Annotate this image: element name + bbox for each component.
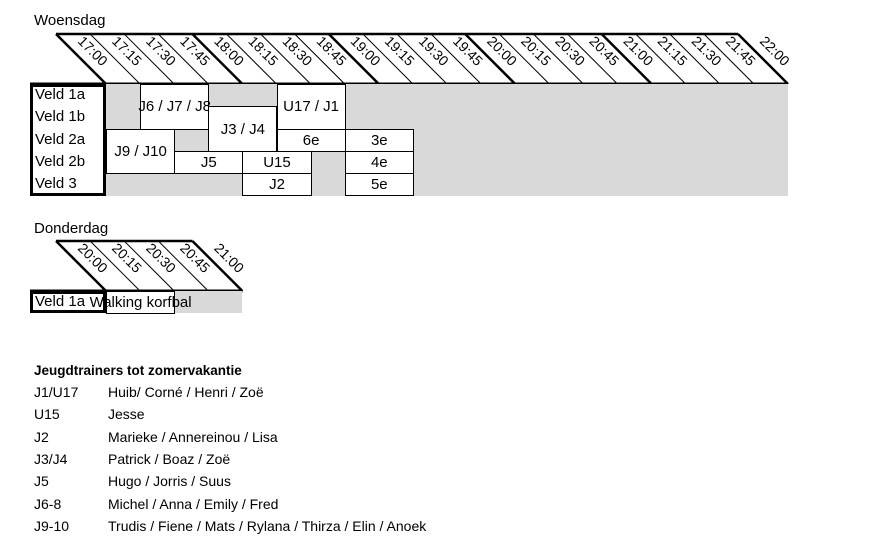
training-block: J9 / J10 bbox=[106, 128, 176, 175]
time-label: 20:00 bbox=[484, 33, 520, 69]
time-divider bbox=[55, 33, 107, 85]
training-block: 3e bbox=[344, 128, 414, 152]
training-block: Walking korfbal bbox=[90, 291, 192, 314]
time-divider bbox=[123, 240, 175, 292]
trainer-names: Huib/ Corné / Henri / Zoë bbox=[108, 384, 264, 400]
time-divider bbox=[260, 33, 311, 85]
trainers-title: Jeugdtrainers tot zomervakantie bbox=[34, 363, 242, 378]
trainer-row: J2 Marieke / Annereinou / Lisa bbox=[34, 429, 634, 449]
time-label: 21:00 bbox=[620, 33, 656, 69]
trainer-row: J9-10 Trudis / Fiene / Mats / Rylana / Th… bbox=[34, 518, 634, 538]
time-divider bbox=[191, 33, 244, 85]
time-label: 21:00 bbox=[211, 240, 247, 276]
trainer-group: J5 bbox=[34, 473, 49, 490]
field-label: Veld 2a bbox=[35, 130, 86, 148]
trainer-group: J2 bbox=[34, 428, 49, 445]
trainer-row: U15 Jesse bbox=[34, 406, 634, 426]
time-divider bbox=[567, 33, 618, 85]
time-divider bbox=[737, 33, 789, 85]
training-block: 4e bbox=[344, 150, 414, 175]
time-divider bbox=[600, 33, 653, 85]
time-divider bbox=[123, 33, 175, 85]
time-divider bbox=[89, 240, 141, 292]
trainer-row: J3/J4 Patrick / Boaz / Zoë bbox=[34, 451, 634, 471]
time-label: 21:15 bbox=[655, 33, 691, 69]
time-divider bbox=[464, 33, 517, 85]
time-divider bbox=[55, 240, 107, 292]
time-divider bbox=[327, 33, 380, 85]
time-label: 20:00 bbox=[75, 240, 111, 276]
time-label: 20:30 bbox=[552, 33, 588, 69]
field-label: Veld 1b bbox=[35, 108, 86, 126]
training-block: J6 / J7 / J8 bbox=[138, 84, 211, 130]
training-block: 5e bbox=[344, 173, 414, 197]
time-label: 19:15 bbox=[382, 33, 418, 69]
trainer-group: J6-8 bbox=[34, 495, 62, 512]
time-label: 20:30 bbox=[143, 240, 179, 276]
field-label-column bbox=[30, 291, 106, 313]
trainer-row: J5 Hugo / Jorris / Suus bbox=[34, 473, 634, 493]
trainer-row: J6-8 Michel / Anna / Emily / Fred bbox=[34, 496, 634, 516]
trainer-row: J1/U17 Huib/ Corné / Henri / Zoë bbox=[34, 384, 634, 404]
time-label: 22:00 bbox=[757, 33, 793, 69]
time-divider bbox=[498, 33, 550, 85]
time-divider bbox=[362, 33, 414, 85]
time-divider bbox=[157, 33, 209, 85]
training-block: J5 bbox=[174, 150, 244, 175]
time-divider bbox=[89, 33, 141, 85]
time-divider bbox=[635, 33, 687, 85]
time-divider bbox=[669, 33, 721, 85]
time-divider bbox=[226, 33, 277, 85]
time-label: 21:30 bbox=[689, 33, 725, 69]
time-label: 19:00 bbox=[348, 33, 384, 69]
wednesday-title: Woensdag bbox=[34, 12, 106, 29]
training-block: J2 bbox=[242, 173, 312, 197]
trainer-group: J9-10 bbox=[34, 517, 70, 534]
time-divider bbox=[157, 240, 209, 292]
trainer-group: J1/U17 bbox=[34, 384, 79, 400]
field-label: Veld 3 bbox=[35, 175, 77, 193]
time-label: 20:15 bbox=[518, 33, 554, 69]
trainer-group: J3/J4 bbox=[34, 450, 68, 467]
trainer-names: Jesse bbox=[108, 406, 145, 423]
field-label: Veld 1a bbox=[35, 86, 86, 103]
thursday-title: Donderdag bbox=[34, 220, 109, 237]
trainer-names: Hugo / Jorris / Suus bbox=[108, 473, 231, 490]
time-label: 20:15 bbox=[109, 240, 145, 276]
field-label: Veld 2b bbox=[35, 152, 86, 170]
time-divider bbox=[703, 33, 755, 85]
trainer-names: Patrick / Boaz / Zoë bbox=[108, 450, 231, 467]
trainer-names: Michel / Anna / Emily / Fred bbox=[108, 495, 279, 512]
time-label: 19:30 bbox=[416, 33, 452, 69]
trainer-names: Trudis / Fiene / Mats / Rylana / Thirza … bbox=[108, 517, 427, 534]
time-divider bbox=[533, 33, 584, 85]
trainer-group: U15 bbox=[34, 406, 60, 423]
training-block: U17 / J1 bbox=[276, 84, 346, 130]
time-divider bbox=[191, 240, 244, 292]
field-label-column bbox=[30, 84, 106, 196]
time-divider bbox=[430, 33, 482, 85]
field-label: Veld 1a bbox=[35, 293, 86, 310]
time-divider bbox=[396, 33, 448, 85]
time-divider bbox=[294, 33, 346, 85]
trainer-names: Marieke / Annereinou / Lisa bbox=[108, 428, 278, 445]
